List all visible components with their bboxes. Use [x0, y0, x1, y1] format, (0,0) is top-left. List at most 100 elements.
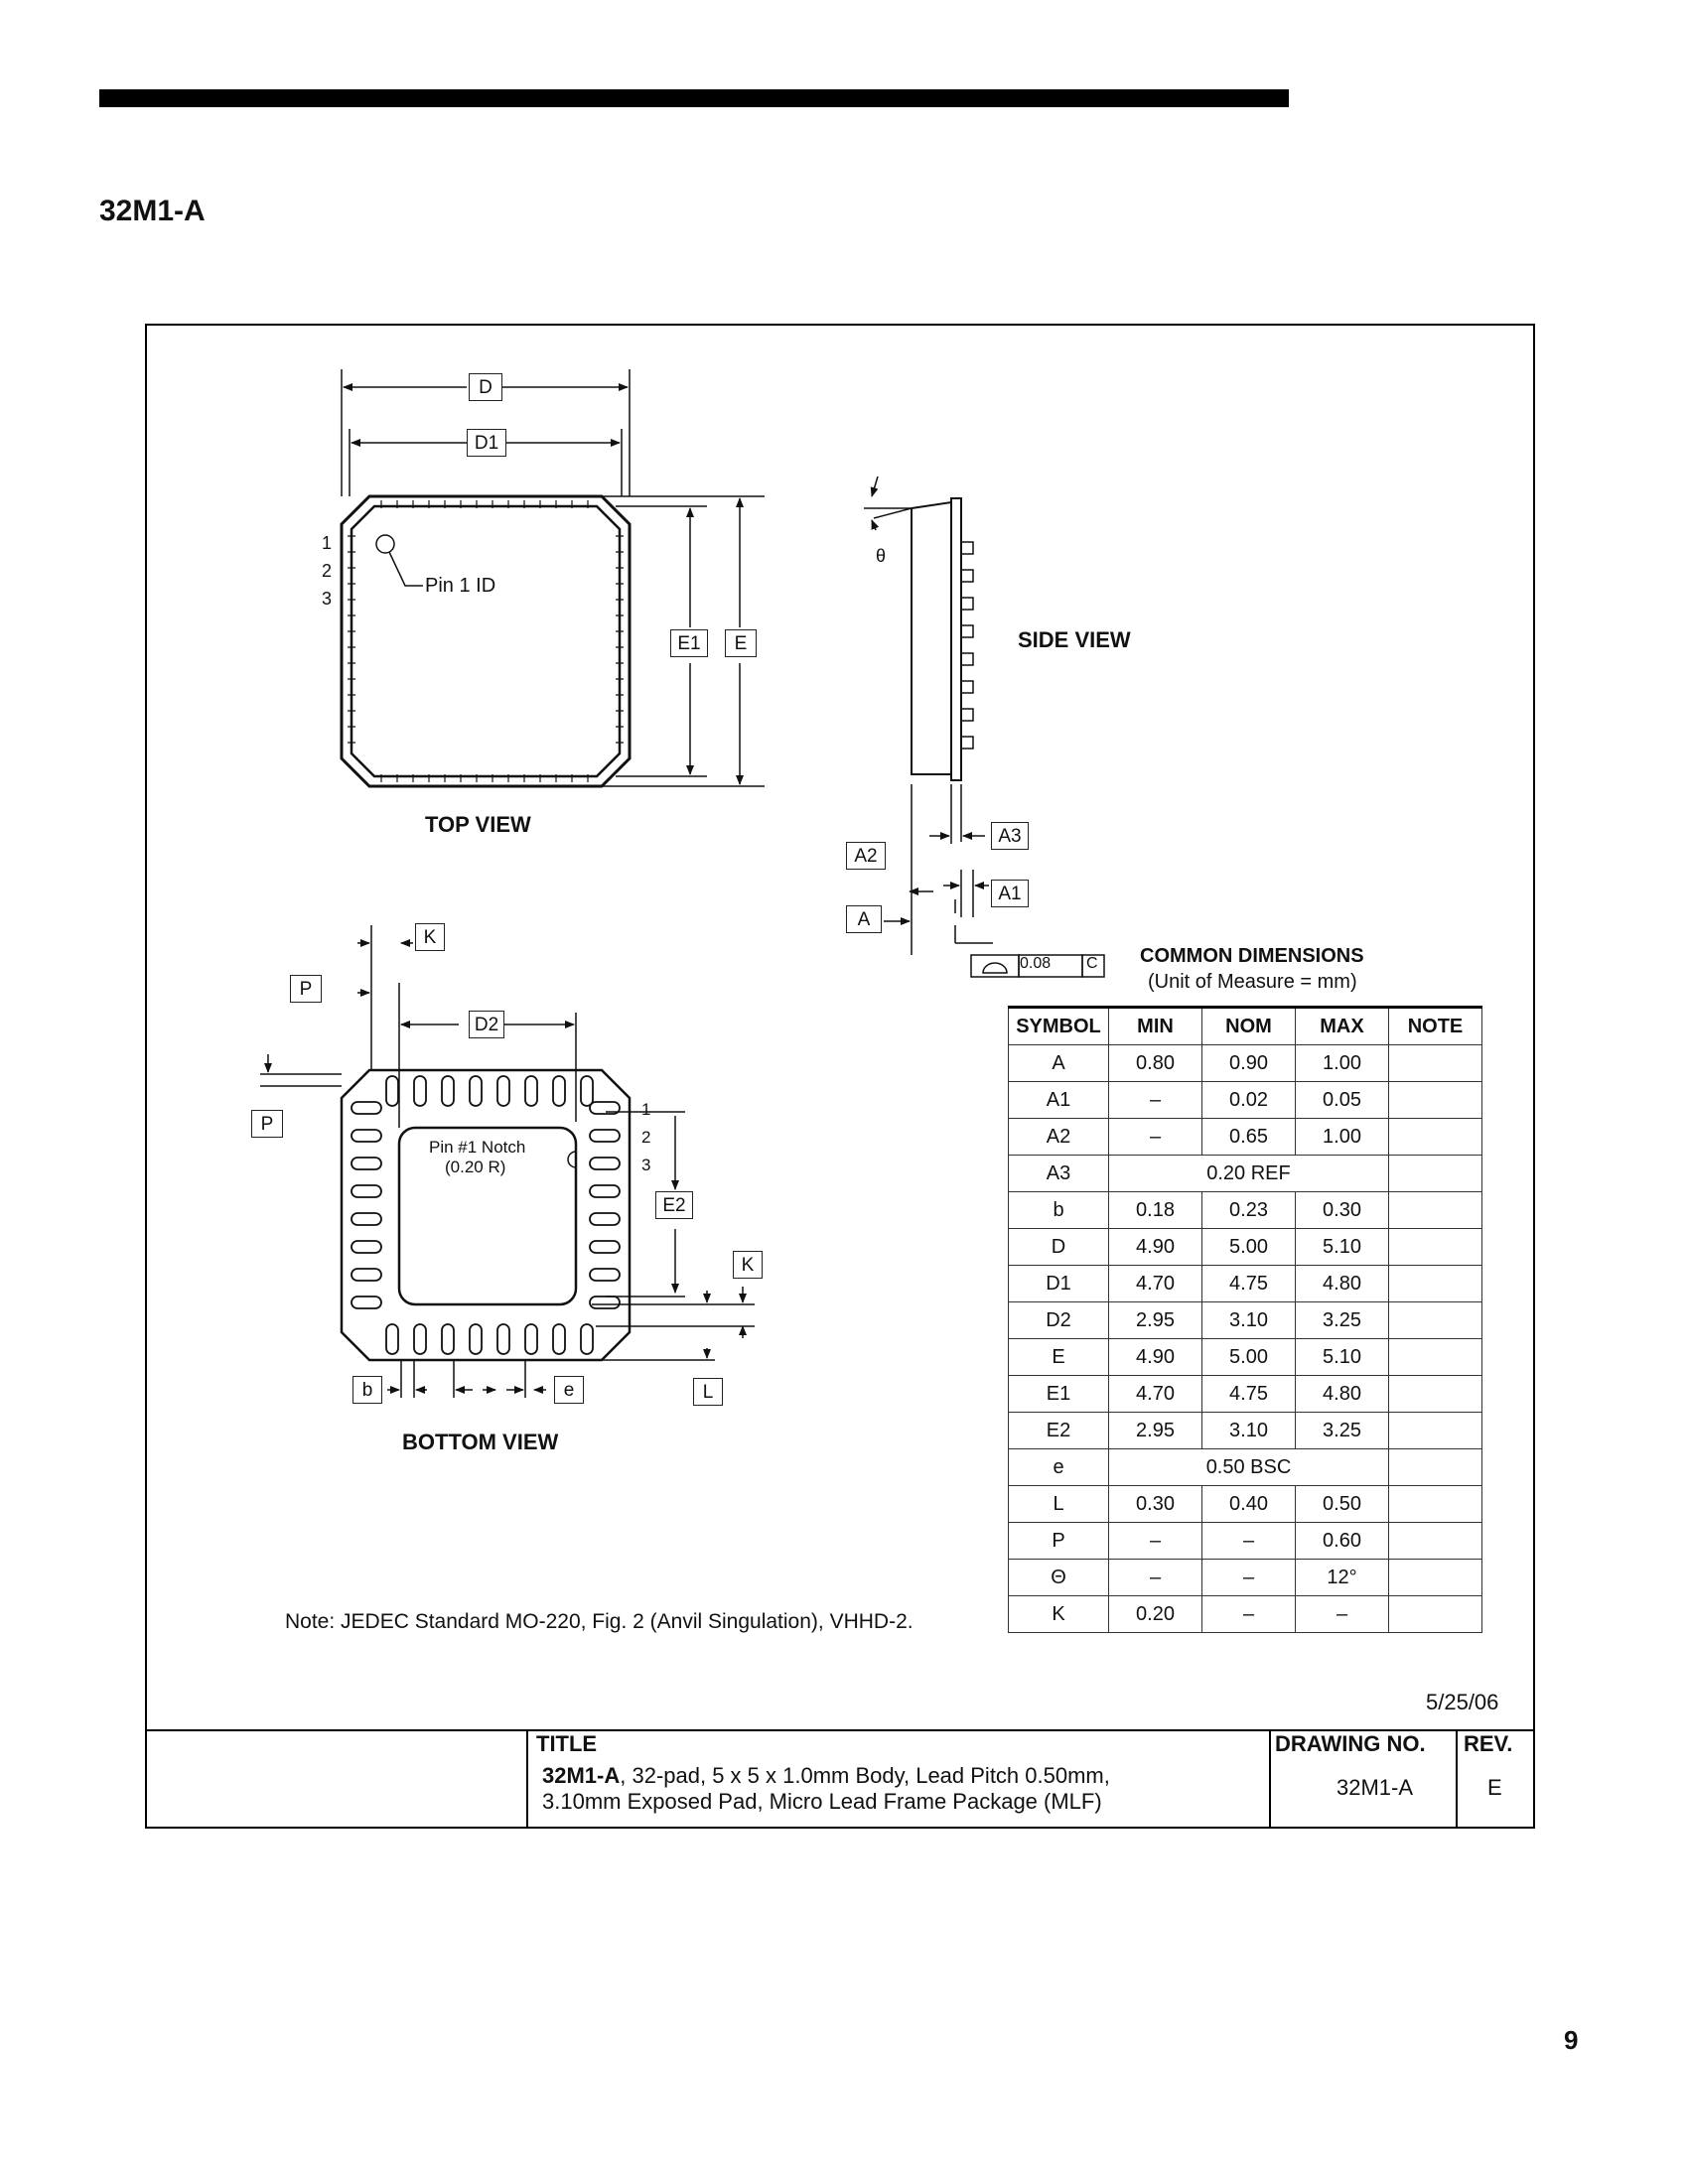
drawing-no-label: DRAWING NO. [1275, 1731, 1426, 1756]
table-cell: – [1201, 1559, 1296, 1596]
dim-e2: E2 [655, 1191, 693, 1219]
table-cell: 0.02 [1201, 1081, 1296, 1119]
title-block: TITLE 32M1-A, 32-pad, 5 x 5 x 1.0mm Body… [145, 1729, 1535, 1829]
table-cell: 0.23 [1201, 1191, 1296, 1229]
col-symbol: SYMBOL [1008, 1006, 1109, 1045]
table-cell: 5.10 [1295, 1228, 1389, 1266]
title-line-1-text: , 32-pad, 5 x 5 x 1.0mm Body, Lead Pitch… [620, 1763, 1110, 1788]
dim-a: A [846, 905, 882, 933]
theta-label: θ [876, 546, 887, 566]
table-cell: 3.25 [1295, 1412, 1389, 1449]
table-cell: 3.10 [1201, 1301, 1296, 1339]
table-cell: – [1108, 1522, 1202, 1560]
table-cell: e [1008, 1448, 1109, 1486]
table-cell: E1 [1008, 1375, 1109, 1413]
table-cell [1388, 1595, 1482, 1633]
dim-a2: A2 [846, 842, 886, 870]
table-cell: 4.70 [1108, 1265, 1202, 1302]
table-cell: 4.80 [1295, 1375, 1389, 1413]
dim-d1: D1 [467, 429, 506, 457]
table-cell: 0.05 [1295, 1081, 1389, 1119]
drawing-no-value: 32M1-A [1336, 1775, 1414, 1800]
table-cell: 4.70 [1108, 1375, 1202, 1413]
table-cell [1388, 1338, 1482, 1376]
side-view-body [911, 500, 952, 775]
dim-a3: A3 [991, 822, 1029, 850]
table-cell: 0.50 [1295, 1485, 1389, 1523]
side-view-leads [960, 541, 974, 750]
top-view-leads [348, 500, 624, 782]
table-cell: 2.95 [1108, 1412, 1202, 1449]
table-heading: COMMON DIMENSIONS [1140, 945, 1364, 967]
table-cell: 0.60 [1295, 1522, 1389, 1560]
table-cell [1388, 1301, 1482, 1339]
table-cell [1388, 1448, 1482, 1486]
bottom-view-outline [340, 1068, 632, 1362]
datum-c: C [1086, 955, 1098, 972]
table-cell: Θ [1008, 1559, 1109, 1596]
bottom-pin-number-2: 2 [641, 1128, 651, 1147]
table-cell: 5.00 [1201, 1338, 1296, 1376]
table-cell [1388, 1044, 1482, 1082]
table-cell: – [1108, 1559, 1202, 1596]
pin1-id-mark [375, 534, 395, 554]
bottom-pin-number-3: 3 [641, 1156, 651, 1174]
table-cell: 4.90 [1108, 1228, 1202, 1266]
table-cell [1388, 1522, 1482, 1560]
pin-number-2: 2 [322, 561, 333, 581]
dim-p-top: P [290, 975, 322, 1003]
table-cell: 0.40 [1201, 1485, 1296, 1523]
table-cell: D1 [1008, 1265, 1109, 1302]
col-nom: NOM [1201, 1006, 1296, 1045]
table-cell: – [1295, 1595, 1389, 1633]
dim-a1: A1 [991, 880, 1029, 907]
exposed-pad [397, 1126, 578, 1306]
dim-e1: E1 [670, 629, 708, 657]
table-cell [1388, 1559, 1482, 1596]
dim-k-top: K [415, 923, 445, 951]
table-cell: A1 [1008, 1081, 1109, 1119]
top-view-label: TOP VIEW [425, 812, 531, 837]
table-cell: 4.75 [1201, 1265, 1296, 1302]
title-line-1: 32M1-A, 32-pad, 5 x 5 x 1.0mm Body, Lead… [542, 1763, 1110, 1789]
page-number: 9 [1564, 2025, 1579, 2055]
jedec-note: Note: JEDEC Standard MO-220, Fig. 2 (Anv… [285, 1610, 914, 1633]
table-cell: D [1008, 1228, 1109, 1266]
table-cell: D2 [1008, 1301, 1109, 1339]
title-block-rule [145, 1729, 1535, 1731]
dim-d2: D2 [469, 1011, 504, 1038]
table-cell: 0.20 REF [1108, 1155, 1389, 1192]
title-line-2: 3.10mm Exposed Pad, Micro Lead Frame Pac… [542, 1789, 1102, 1814]
table-cell: E [1008, 1338, 1109, 1376]
table-cell: P [1008, 1522, 1109, 1560]
table-cell: 3.25 [1295, 1301, 1389, 1339]
bottom-view-label: BOTTOM VIEW [402, 1430, 559, 1454]
table-cell: 1.00 [1295, 1044, 1389, 1082]
table-cell [1388, 1375, 1482, 1413]
title-label: TITLE [536, 1731, 598, 1756]
table-cell: b [1008, 1191, 1109, 1229]
table-header-row: SYMBOL MIN NOM MAX NOTE [1008, 1006, 1482, 1045]
pin-number-1: 1 [322, 533, 333, 553]
table-cell: – [1201, 1595, 1296, 1633]
table-cell: 0.30 [1108, 1485, 1202, 1523]
table-subheading: (Unit of Measure = mm) [1148, 971, 1357, 993]
table-cell [1388, 1412, 1482, 1449]
table-cell: K [1008, 1595, 1109, 1633]
table-cell: – [1201, 1522, 1296, 1560]
rev-label: REV. [1464, 1731, 1513, 1756]
header-rule [99, 89, 1289, 107]
side-view-label: SIDE VIEW [1018, 627, 1131, 652]
table-cell: A2 [1008, 1118, 1109, 1156]
dim-k-side: K [733, 1251, 763, 1279]
